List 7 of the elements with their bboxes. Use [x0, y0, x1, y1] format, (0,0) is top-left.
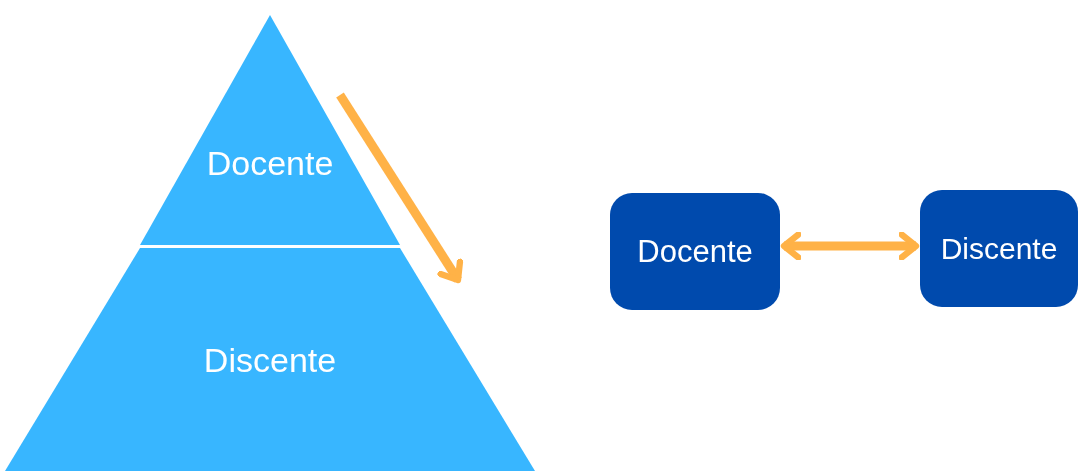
- node-label: Discente: [940, 231, 1058, 266]
- node-label: Docente: [206, 144, 334, 183]
- rounded-box: [610, 193, 780, 310]
- rounded-box: [920, 190, 1078, 307]
- double-arrow: [780, 231, 920, 261]
- node-label: Docente: [637, 233, 753, 270]
- node-label: Discente: [203, 341, 337, 380]
